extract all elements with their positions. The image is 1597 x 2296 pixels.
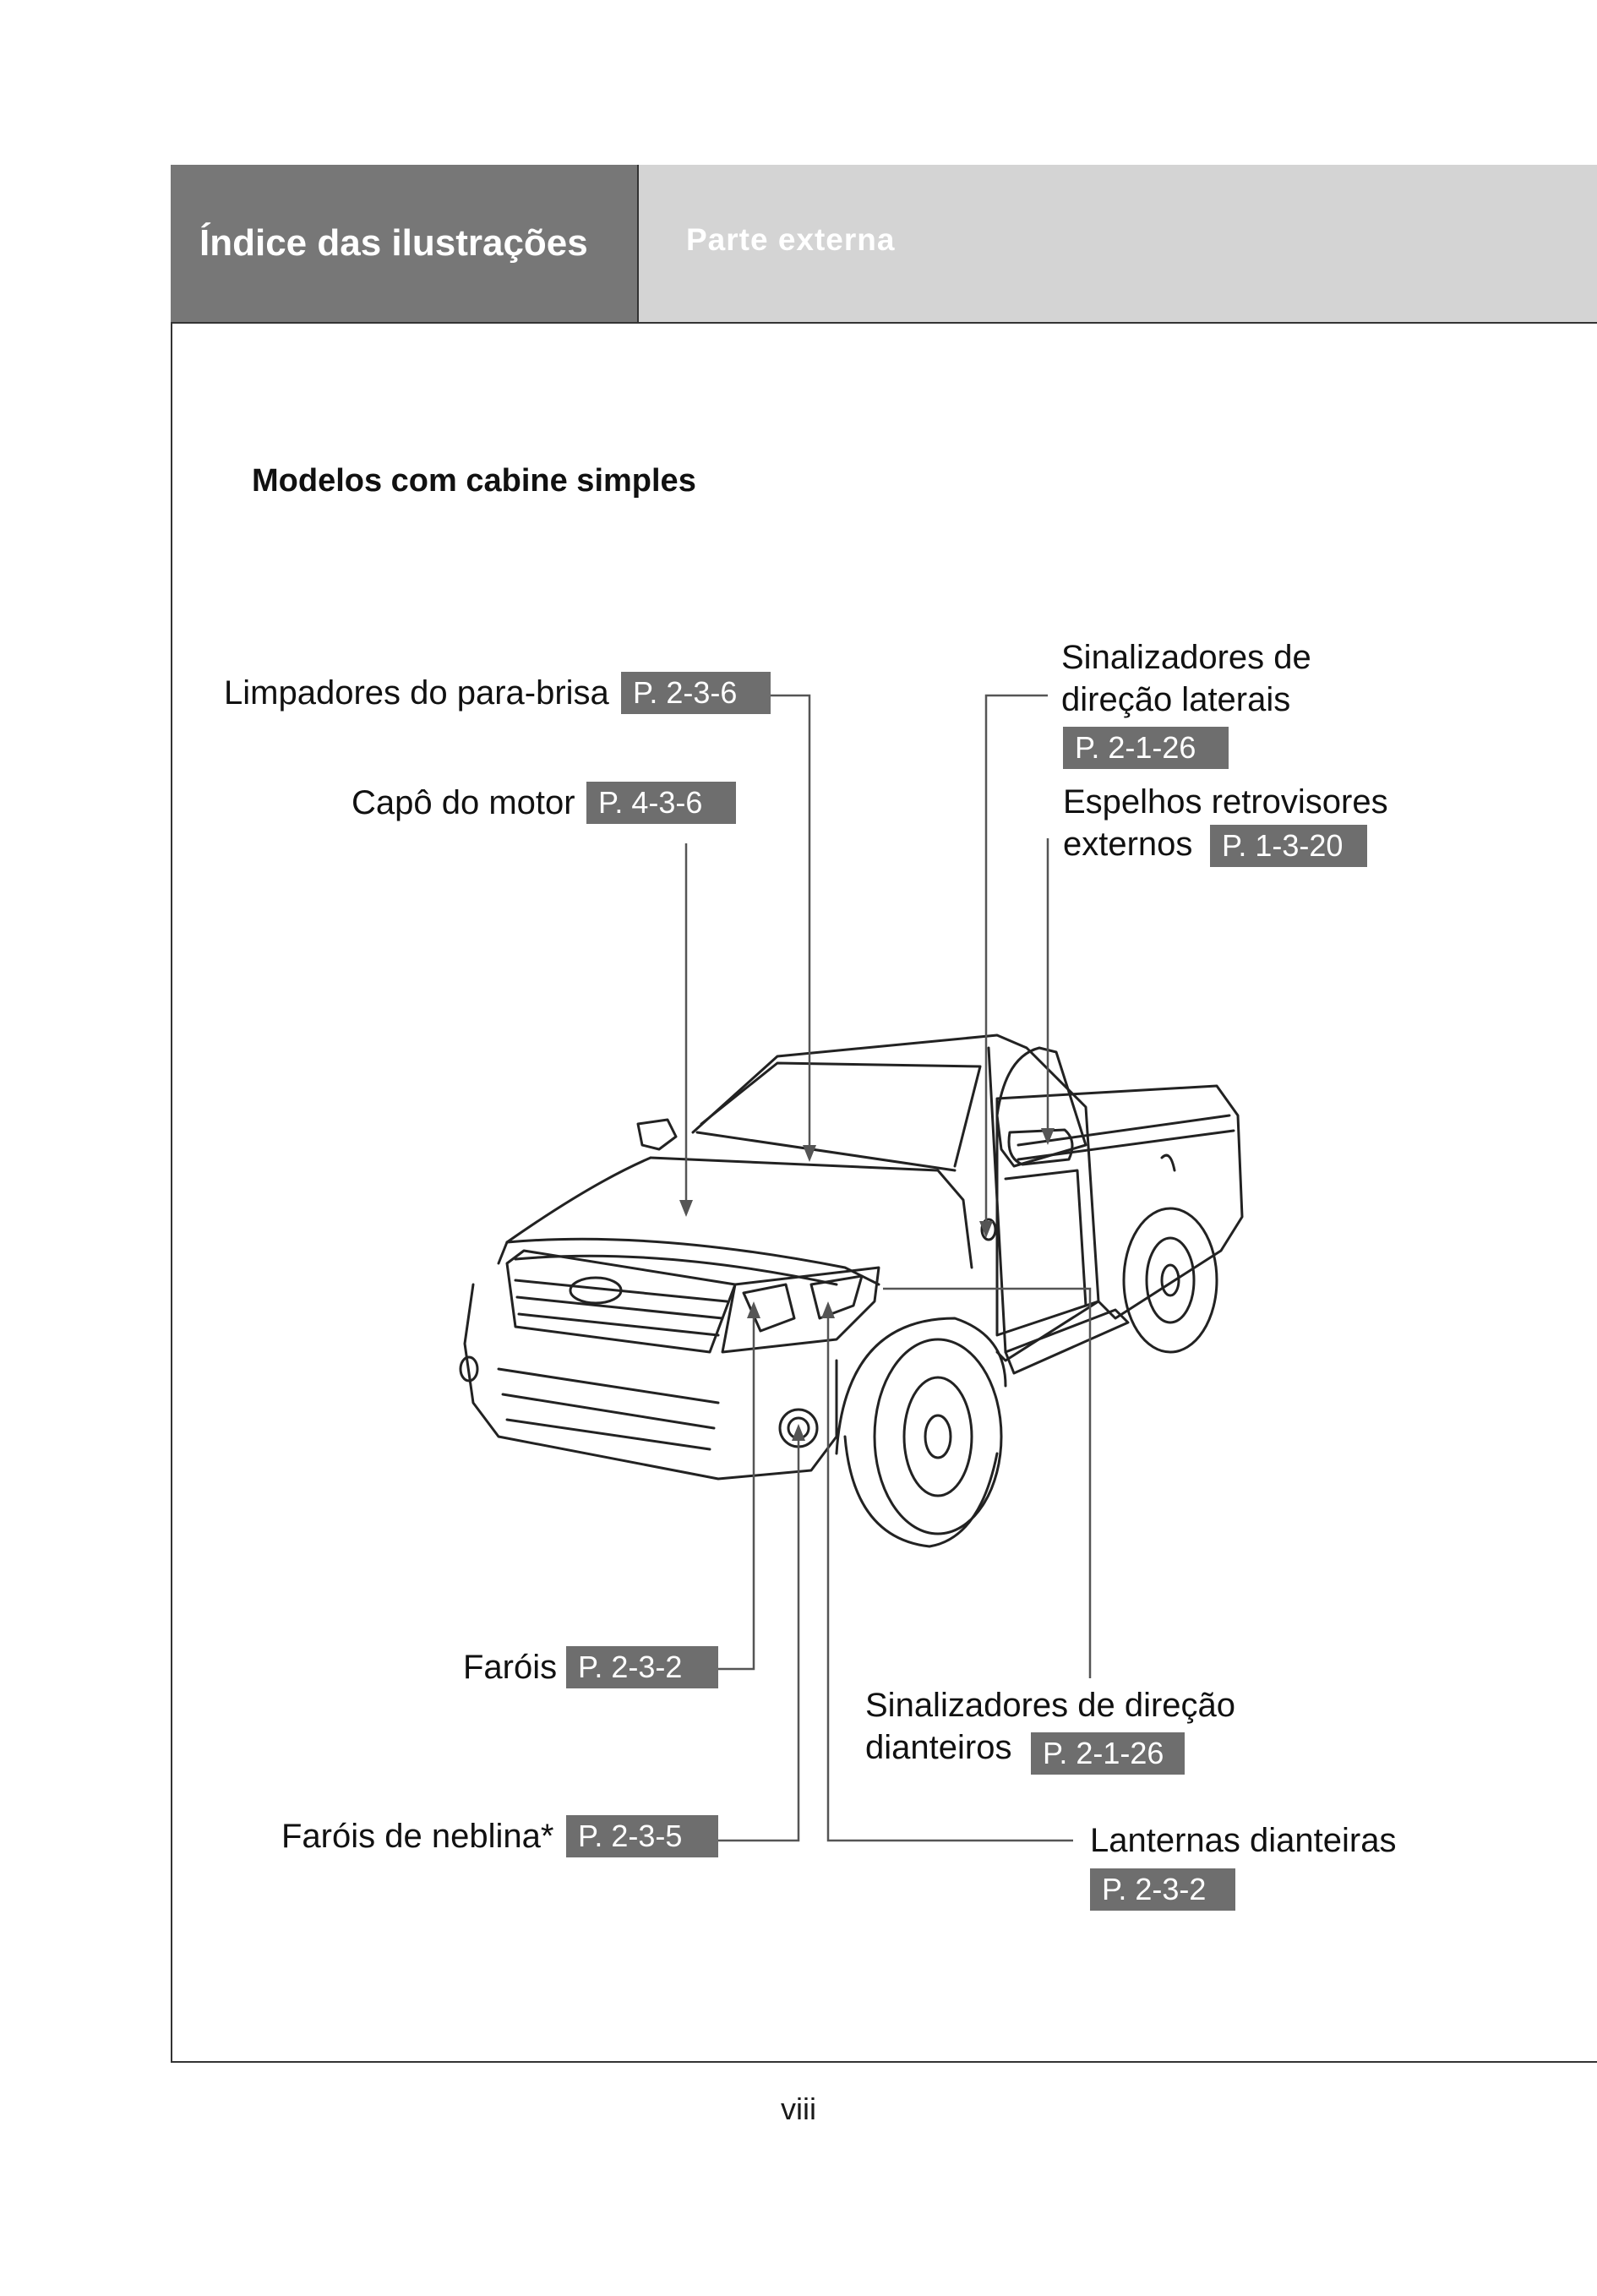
mirrors-label-line2: externos: [1063, 826, 1193, 863]
hood-label: Capô do motor: [352, 784, 575, 821]
front-turn-ref[interactable]: P. 2-1-26: [1031, 1732, 1185, 1775]
subsection-title: Parte externa: [686, 222, 896, 257]
side-turn-ref[interactable]: P. 2-1-26: [1063, 727, 1229, 769]
subsection-tab: Parte externa: [639, 165, 1597, 324]
front-turn-label-line1: Sinalizadores de direção: [865, 1687, 1236, 1724]
wipers-ref[interactable]: P. 2-3-6: [621, 672, 771, 714]
wipers-label: Limpadores do para-brisa: [224, 674, 609, 712]
front-lamps-label: Lanternas dianteiras: [1090, 1822, 1397, 1859]
headlights-ref[interactable]: P. 2-3-2: [566, 1646, 718, 1688]
headlights-label: Faróis: [463, 1649, 558, 1686]
side-turn-label-line1: Sinalizadores de: [1061, 639, 1311, 676]
front-turn-label-line2: dianteiros: [865, 1729, 1012, 1766]
page-title: Modelos com cabine simples: [252, 463, 696, 499]
front-lamps-ref[interactable]: P. 2-3-2: [1090, 1868, 1235, 1911]
mirrors-label-line1: Espelhos retrovisores: [1063, 783, 1388, 821]
fog-ref[interactable]: P. 2-3-5: [566, 1815, 718, 1857]
fog-label: Faróis de neblina*: [281, 1818, 554, 1855]
side-turn-label-line2: direção laterais: [1061, 681, 1291, 718]
page-number: viii: [781, 2091, 816, 2126]
section-title: Índice das ilustrações: [199, 222, 588, 264]
hood-ref[interactable]: P. 4-3-6: [586, 782, 736, 824]
mirrors-ref[interactable]: P. 1-3-20: [1210, 825, 1367, 867]
section-tab: Índice das ilustrações: [171, 165, 639, 324]
